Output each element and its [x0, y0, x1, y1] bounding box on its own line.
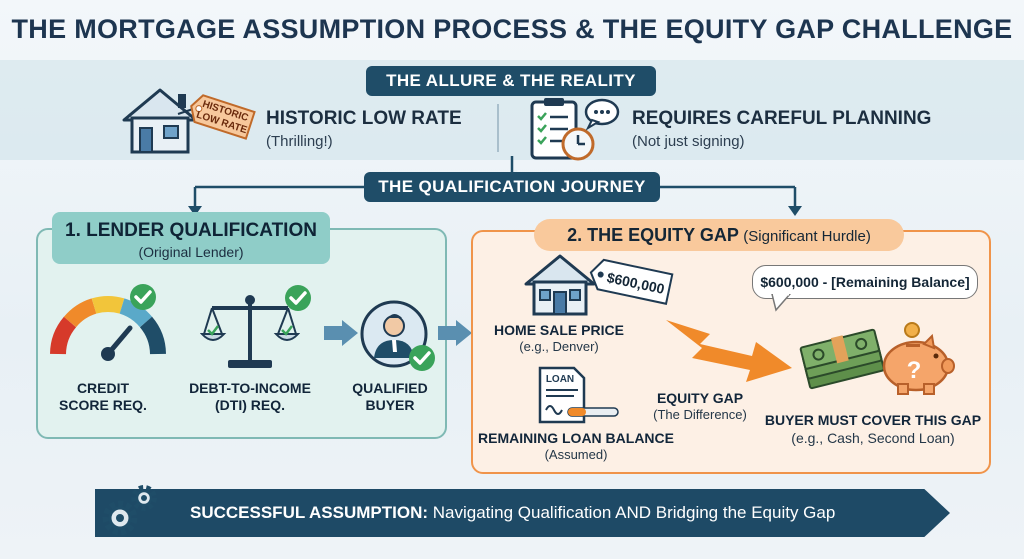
equity-gap-title: 2. THE EQUITY GAP	[567, 225, 739, 245]
qualified-buyer-icon	[360, 300, 435, 371]
bubble-tail-icon	[771, 294, 791, 312]
home-icon	[524, 254, 596, 316]
price-tag-icon: $600,000	[589, 258, 674, 305]
home-sale-label: HOME SALE PRICE	[494, 322, 624, 338]
footer-bold: SUCCESSFUL ASSUMPTION:	[190, 503, 429, 522]
lender-qualification-sub: (Original Lender)	[138, 244, 244, 260]
arrow-right-icon	[324, 320, 358, 346]
allure-pill: THE ALLURE & THE REALITY	[366, 66, 656, 96]
arrow-right-icon	[438, 320, 472, 346]
equity-gap-header: 2. THE EQUITY GAP (Significant Hurdle)	[534, 219, 904, 251]
careful-planning-title: REQUIRES CAREFUL PLANNING	[632, 108, 932, 129]
historic-low-rate-sub: (Thrilling!)	[266, 133, 333, 150]
loan-doc-text: LOAN	[546, 374, 574, 385]
balance-scale-icon	[200, 295, 300, 368]
house-tag-icon: HISTORIC LOW RATE	[122, 88, 256, 154]
cash-stack-icon	[799, 328, 885, 390]
credit-gauge-icon	[50, 296, 166, 361]
equity-gap-arrow-icon	[666, 320, 792, 382]
cover-gap-label: BUYER MUST COVER THIS GAP	[764, 412, 982, 428]
cover-gap-sub: (e.g., Cash, Second Loan)	[791, 430, 955, 446]
dti-label: DEBT-TO-INCOME (DTI) REQ.	[189, 380, 311, 413]
piggy-bank-icon: ?	[882, 322, 955, 395]
lender-qualification-header: 1. LENDER QUALIFICATION (Original Lender…	[52, 212, 330, 264]
page-title: THE MORTGAGE ASSUMPTION PROCESS & THE EQ…	[11, 14, 1013, 44]
equity-gap-sub: (Significant Hurdle)	[743, 228, 871, 245]
footer-text: SUCCESSFUL ASSUMPTION: Navigating Qualif…	[190, 489, 950, 537]
clipboard-clock-icon	[530, 98, 620, 161]
remaining-loan-sub: (Assumed)	[544, 447, 608, 462]
equity-gap-label: EQUITY GAP	[656, 390, 744, 406]
credit-label: CREDIT SCORE REQ.	[59, 380, 147, 413]
remaining-loan-label: REMAINING LOAN BALANCE	[478, 430, 674, 446]
footer-rest: Navigating Qualification AND Bridging th…	[428, 503, 836, 522]
journey-connector-lines	[188, 156, 802, 216]
allure-divider	[497, 104, 499, 152]
gears-icon	[102, 485, 157, 536]
equity-gap-sub-label: (The Difference)	[653, 407, 747, 422]
credit-check-icon	[130, 284, 156, 310]
historic-low-rate-title: HISTORIC LOW RATE	[266, 108, 462, 129]
lender-qualification-title: 1. LENDER QUALIFICATION	[65, 220, 317, 241]
footer-banner	[95, 489, 950, 537]
question-mark: ?	[907, 357, 922, 384]
buyer-label: QUALIFIED BUYER	[352, 380, 428, 413]
careful-planning-sub: (Not just signing)	[632, 133, 745, 150]
home-sale-sub: (e.g., Denver)	[519, 339, 599, 354]
journey-pill: THE QUALIFICATION JOURNEY	[364, 172, 660, 202]
dti-check-icon	[285, 285, 311, 311]
loan-document-icon: LOAN	[538, 366, 619, 424]
